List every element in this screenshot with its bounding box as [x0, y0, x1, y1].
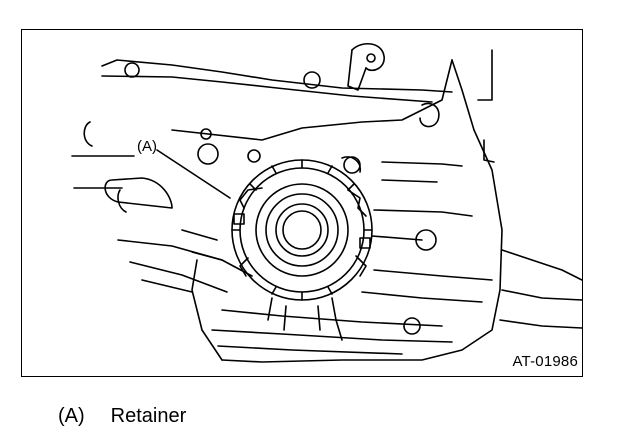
transmission-case [171, 49, 582, 363]
diagram-frame: (A) AT-01986 [21, 29, 583, 377]
shift-linkage-rod [101, 43, 453, 103]
left-housing [71, 121, 253, 293]
legend-key: (A) [58, 405, 85, 427]
legend-label: Retainer [110, 405, 187, 427]
callout-label-a: (A) [137, 138, 157, 155]
figure-id: AT-01986 [512, 353, 578, 370]
legend: (A) Retainer [58, 405, 186, 428]
retainer-assembly [231, 159, 373, 341]
callout-leader-line [156, 149, 231, 199]
transmission-retainer-drawing [71, 43, 582, 363]
